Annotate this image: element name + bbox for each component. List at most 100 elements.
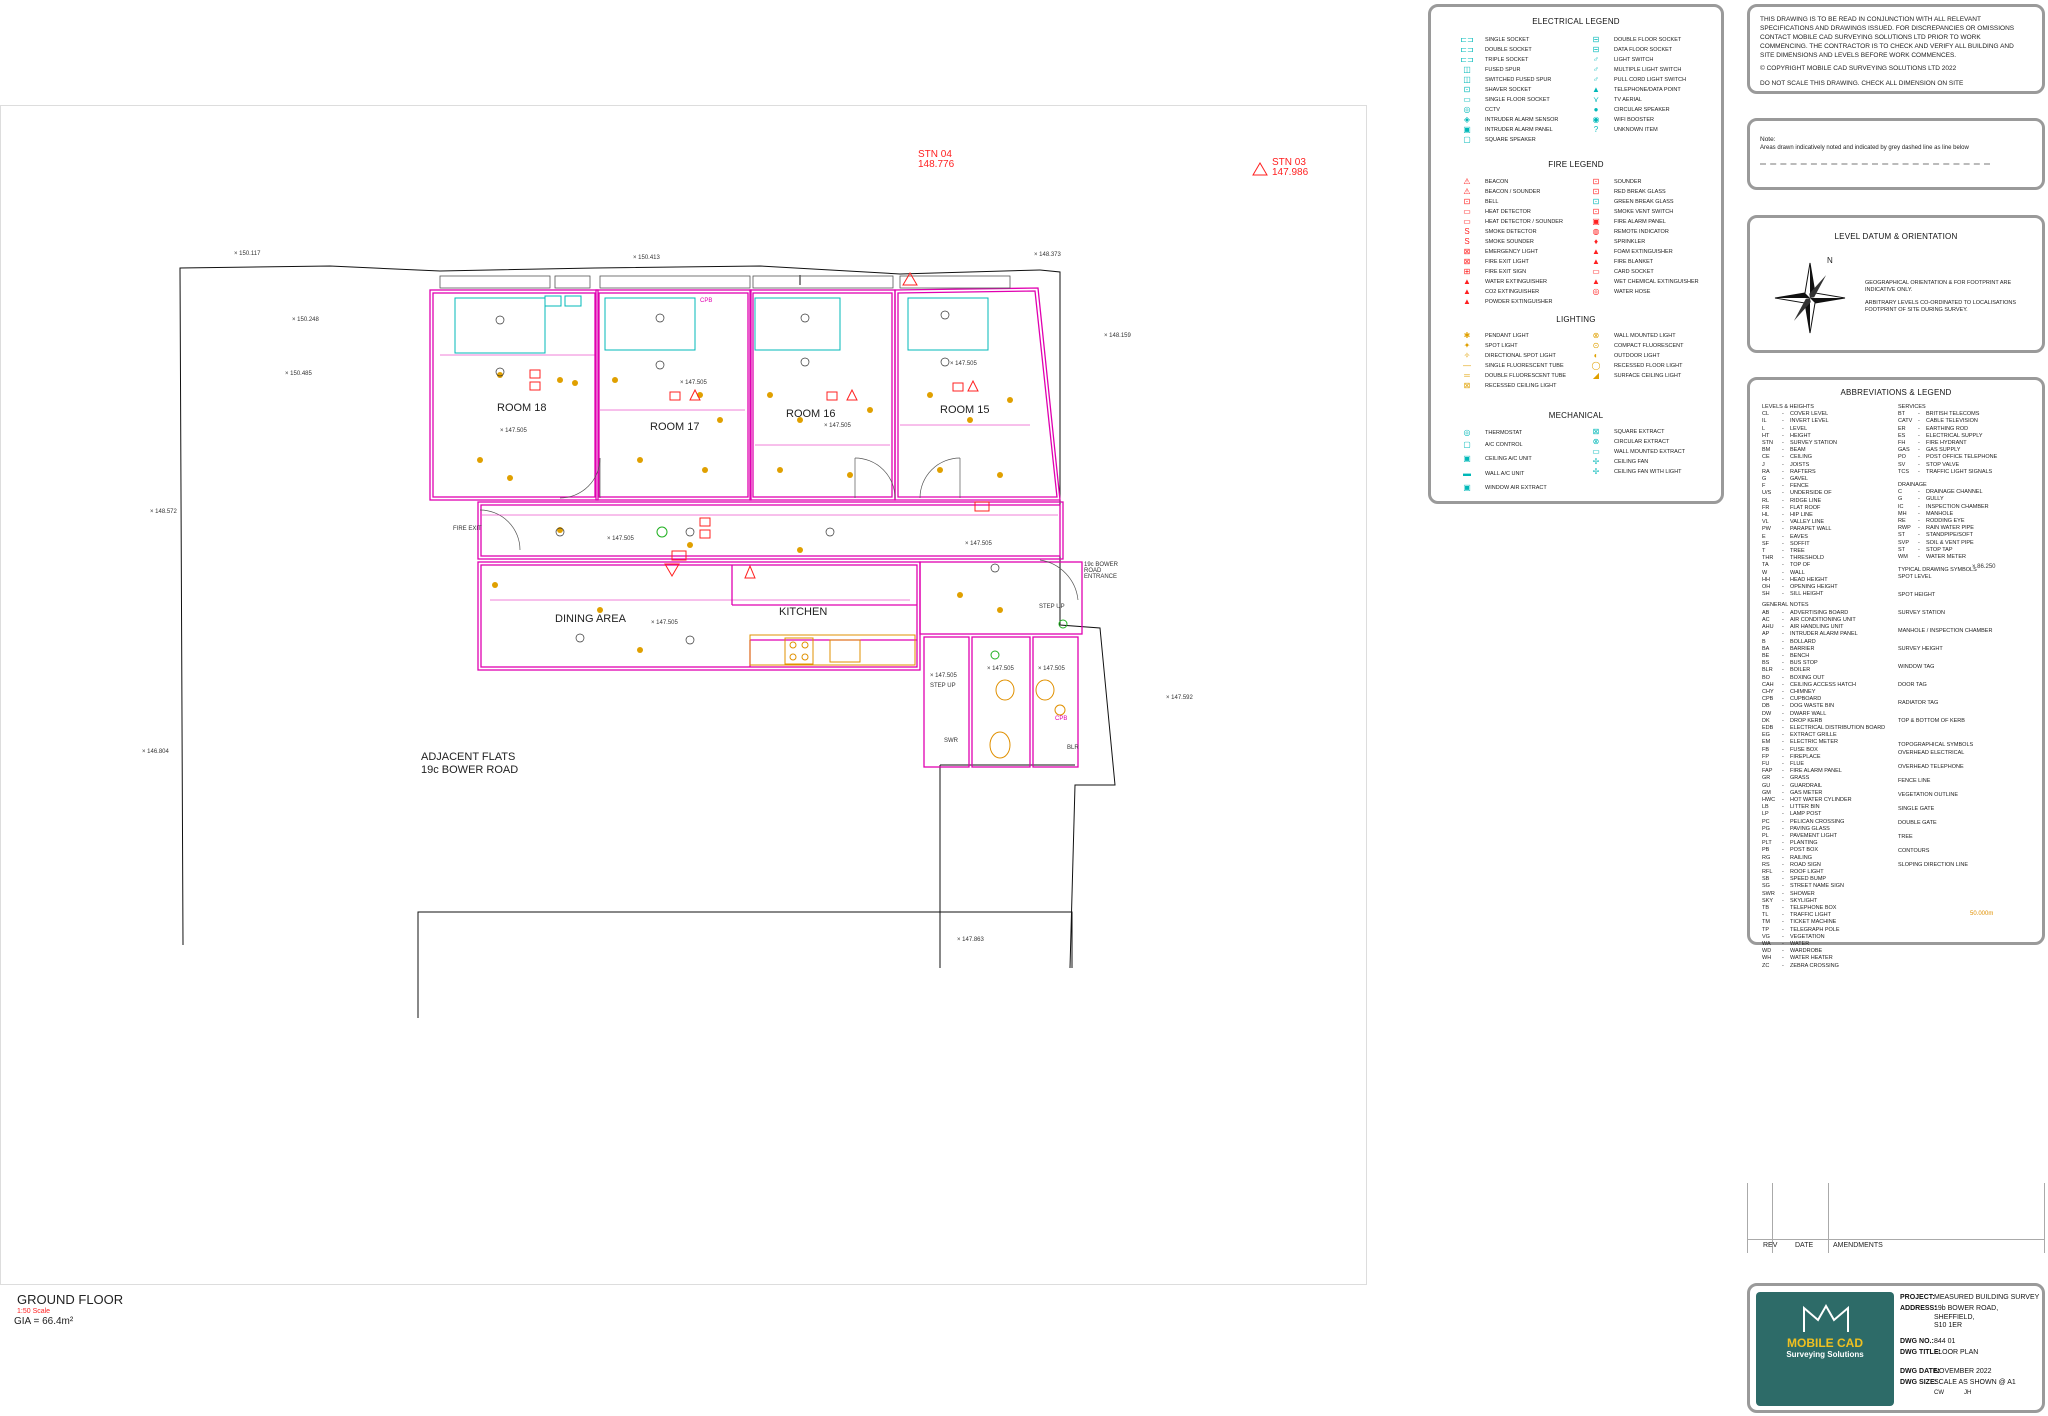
legend-panel: ELECTRICAL LEGEND ⊏⊐SINGLE SOCKET ⊏⊐DOUB… (1428, 4, 1724, 504)
symbol-row: VEGETATION OUTLINE (1898, 791, 1958, 798)
abbr-row: BM-BEAM (1762, 447, 1806, 454)
symbol-row: DOOR TAG (1898, 682, 1927, 689)
abbr-row: RFL-ROOF LIGHT (1762, 869, 1824, 875)
logo-mark-icon (1803, 1303, 1849, 1332)
drawing-sheet (0, 105, 1367, 1285)
note-text: Areas drawn indicatively noted and indic… (1760, 145, 1969, 151)
abbr-row: RE-RODDING EYE (1898, 518, 1965, 525)
symbol-row: TREE (1898, 833, 1913, 840)
symbol-row: SLOPING DIRECTION LINE (1898, 861, 1968, 868)
drainage-title: DRAINAGE (1898, 482, 1927, 489)
abbr-row: IC-INSPECTION CHAMBER (1898, 503, 1989, 510)
abbr-row: DW-DWARF WALL (1762, 710, 1827, 717)
building-walls (429, 287, 1083, 768)
abbr-row: SG-STREET NAME SIGN (1762, 883, 1844, 890)
abbr-row: HL-HIP LINE (1762, 512, 1813, 519)
abbr-row: VG-VEGETATION (1762, 933, 1825, 940)
do-not-scale: DO NOT SCALE THIS DRAWING. CHECK ALL DIM… (1760, 80, 1964, 87)
abbr-row: GR-GRASS (1762, 775, 1810, 782)
lighting-left: ✱PENDANT LIGHT ✦SPOT LIGHT ✧DIRECTIONAL … (1463, 331, 1567, 390)
room-level: × 147.505 (987, 666, 1014, 672)
abbr-row: PC-PELICAN CROSSING (1762, 818, 1845, 825)
abbr-row: CPB-CUPBOARD (1762, 696, 1822, 703)
spot-level: × 148.159 (1104, 333, 1131, 339)
abbr-row: ES-ELECTRICAL SUPPLY (1898, 432, 1983, 439)
amendments-box: REV DATE AMENDMENTS (1747, 1183, 2045, 1253)
room-label: ROOM 18 (497, 402, 547, 414)
abbr-row: J-JOISTS (1762, 461, 1810, 468)
symbol-row: SINGLE GATE (1898, 805, 1935, 812)
abbr-row: IL-INVERT LEVEL (1762, 418, 1829, 425)
step-up: STEP UP (1039, 604, 1065, 610)
abbr-row: FR-FLAT ROOF (1762, 504, 1821, 511)
note-line: THIS DRAWING IS TO BE READ IN CONJUNCTIO… (1760, 16, 1981, 23)
notes-panel: THIS DRAWING IS TO BE READ IN CONJUNCTIO… (1747, 4, 2045, 94)
cpb-label: CPB (700, 298, 713, 304)
note-line: SPECIFICATIONS AND DRAWINGS ISSUED. FOR … (1760, 25, 2015, 32)
abbr-row: TB-TELEPHONE BOX (1762, 905, 1837, 912)
abbr-row: B-BOLLARD (1762, 638, 1816, 645)
room-label: ROOM 16 (786, 408, 836, 420)
general-title: GENERAL NOTES (1762, 602, 1809, 609)
abbr-row: ST-STOP TAP (1898, 546, 1953, 553)
fire-right: ⊡SOUNDER ⊡RED BREAK GLASS ⊡GREEN BREAK G… (1592, 177, 1699, 296)
cyan-fixtures (454, 295, 989, 354)
abbr-row: VL-VALLEY LINE (1762, 519, 1825, 526)
kitchen-units (749, 634, 1066, 759)
room-level: × 147.505 (607, 536, 634, 542)
symbol-row: SURVEY HEIGHT (1898, 646, 1943, 653)
mechanical-right: ⊠SQUARE EXTRACT ⊗CIRCULAR EXTRACT ▭WALL … (1592, 427, 1686, 476)
room-level: × 147.505 (500, 428, 527, 434)
abbr-row: HT-HEIGHT (1762, 432, 1811, 439)
dashed-line-sample (1760, 163, 1990, 165)
room-label: ROOM 15 (940, 404, 990, 416)
symbol-row: DOUBLE GATE (1898, 819, 1937, 826)
north-label: N (1827, 256, 1833, 265)
abbr-row: BO-BOXING OUT (1762, 674, 1825, 681)
abbr-row: SH-SILL HEIGHT (1762, 591, 1824, 598)
abbr-row: HH-HEAD HEIGHT (1762, 576, 1828, 583)
abbr-row: GM-GAS METER (1762, 789, 1823, 796)
abbr-row: G-GULLY (1898, 496, 1944, 503)
abbr-row: STN-SURVEY STATION (1762, 440, 1837, 447)
abbr-row: TM-TICKET MACHINE (1762, 919, 1837, 926)
abbr-row: TCS-TRAFFIC LIGHT SIGNALS (1898, 468, 1993, 475)
abbr-row: CHY-CHIMNEY (1762, 688, 1816, 695)
spot-level: × 148.572 (150, 509, 177, 515)
abbr-row: AC-AIR CONDITIONING UNIT (1762, 616, 1856, 623)
note-label: Note: (1760, 136, 1776, 143)
abbr-row: SB-SPEED BUMP (1762, 876, 1827, 883)
company-logo: MOBILE CAD Surveying Solutions (1756, 1292, 1894, 1406)
room-level: × 147.505 (965, 541, 992, 547)
symbols-title: TYPICAL DRAWING SYMBOLS (1898, 567, 1977, 574)
abbr-row: RL-RIDGE LINE (1762, 497, 1822, 504)
symbol-row: CONTOURS (1898, 847, 1930, 854)
abbr-row: PL-PAVEMENT LIGHT (1762, 832, 1838, 839)
abbr-row: GU-GUARDRAIL (1762, 782, 1823, 789)
abbr-row: FP-FIREPLACE (1762, 753, 1821, 760)
symbol-row: TOP & BOTTOM OF KERB (1898, 718, 1965, 725)
abbr-row: DB-DOG WASTE BIN (1762, 703, 1835, 710)
room-label: DINING AREA (555, 613, 626, 625)
abbr-row: PG-PAVING GLASS (1762, 825, 1830, 832)
note-line: CONTACT MOBILE CAD SURVEYING SOLUTIONS L… (1760, 34, 1981, 41)
abbr-row: WM-WATER METER (1898, 554, 1967, 561)
abbr-row: HWC-HOT WATER CYLINDER (1762, 796, 1852, 803)
note-line: SITE DIMENSIONS AND LEVELS BEFORE WORK C… (1760, 52, 1957, 59)
abbr-row: RA-RAFTERS (1762, 468, 1816, 475)
spot-level: × 147.592 (1166, 695, 1193, 701)
cpb-label: CPB (1055, 716, 1068, 722)
note-panel: Note: Areas drawn indicatively noted and… (1747, 118, 2045, 190)
abbr-row: WD-WARDROBE (1762, 948, 1823, 955)
abbr-row: BE-BENCH (1762, 652, 1810, 659)
green-symbols (656, 526, 1068, 660)
title-block: MOBILE CAD Surveying Solutions PROJECT:M… (1747, 1283, 2045, 1413)
symbol-row: SPOT LEVEL (1898, 574, 1932, 581)
abbr-row: ST-STANDPIPE/SOFT (1898, 532, 1973, 539)
site-boundary (179, 265, 1116, 1018)
abbr-row: SVP-SOIL & VENT PIPE (1898, 539, 1974, 546)
datum-text: GEOGRAPHICAL ORIENTATION & FOR FOOTPRINT… (1865, 280, 2016, 313)
abbr-row: WH-WATER HEATER (1762, 955, 1833, 962)
